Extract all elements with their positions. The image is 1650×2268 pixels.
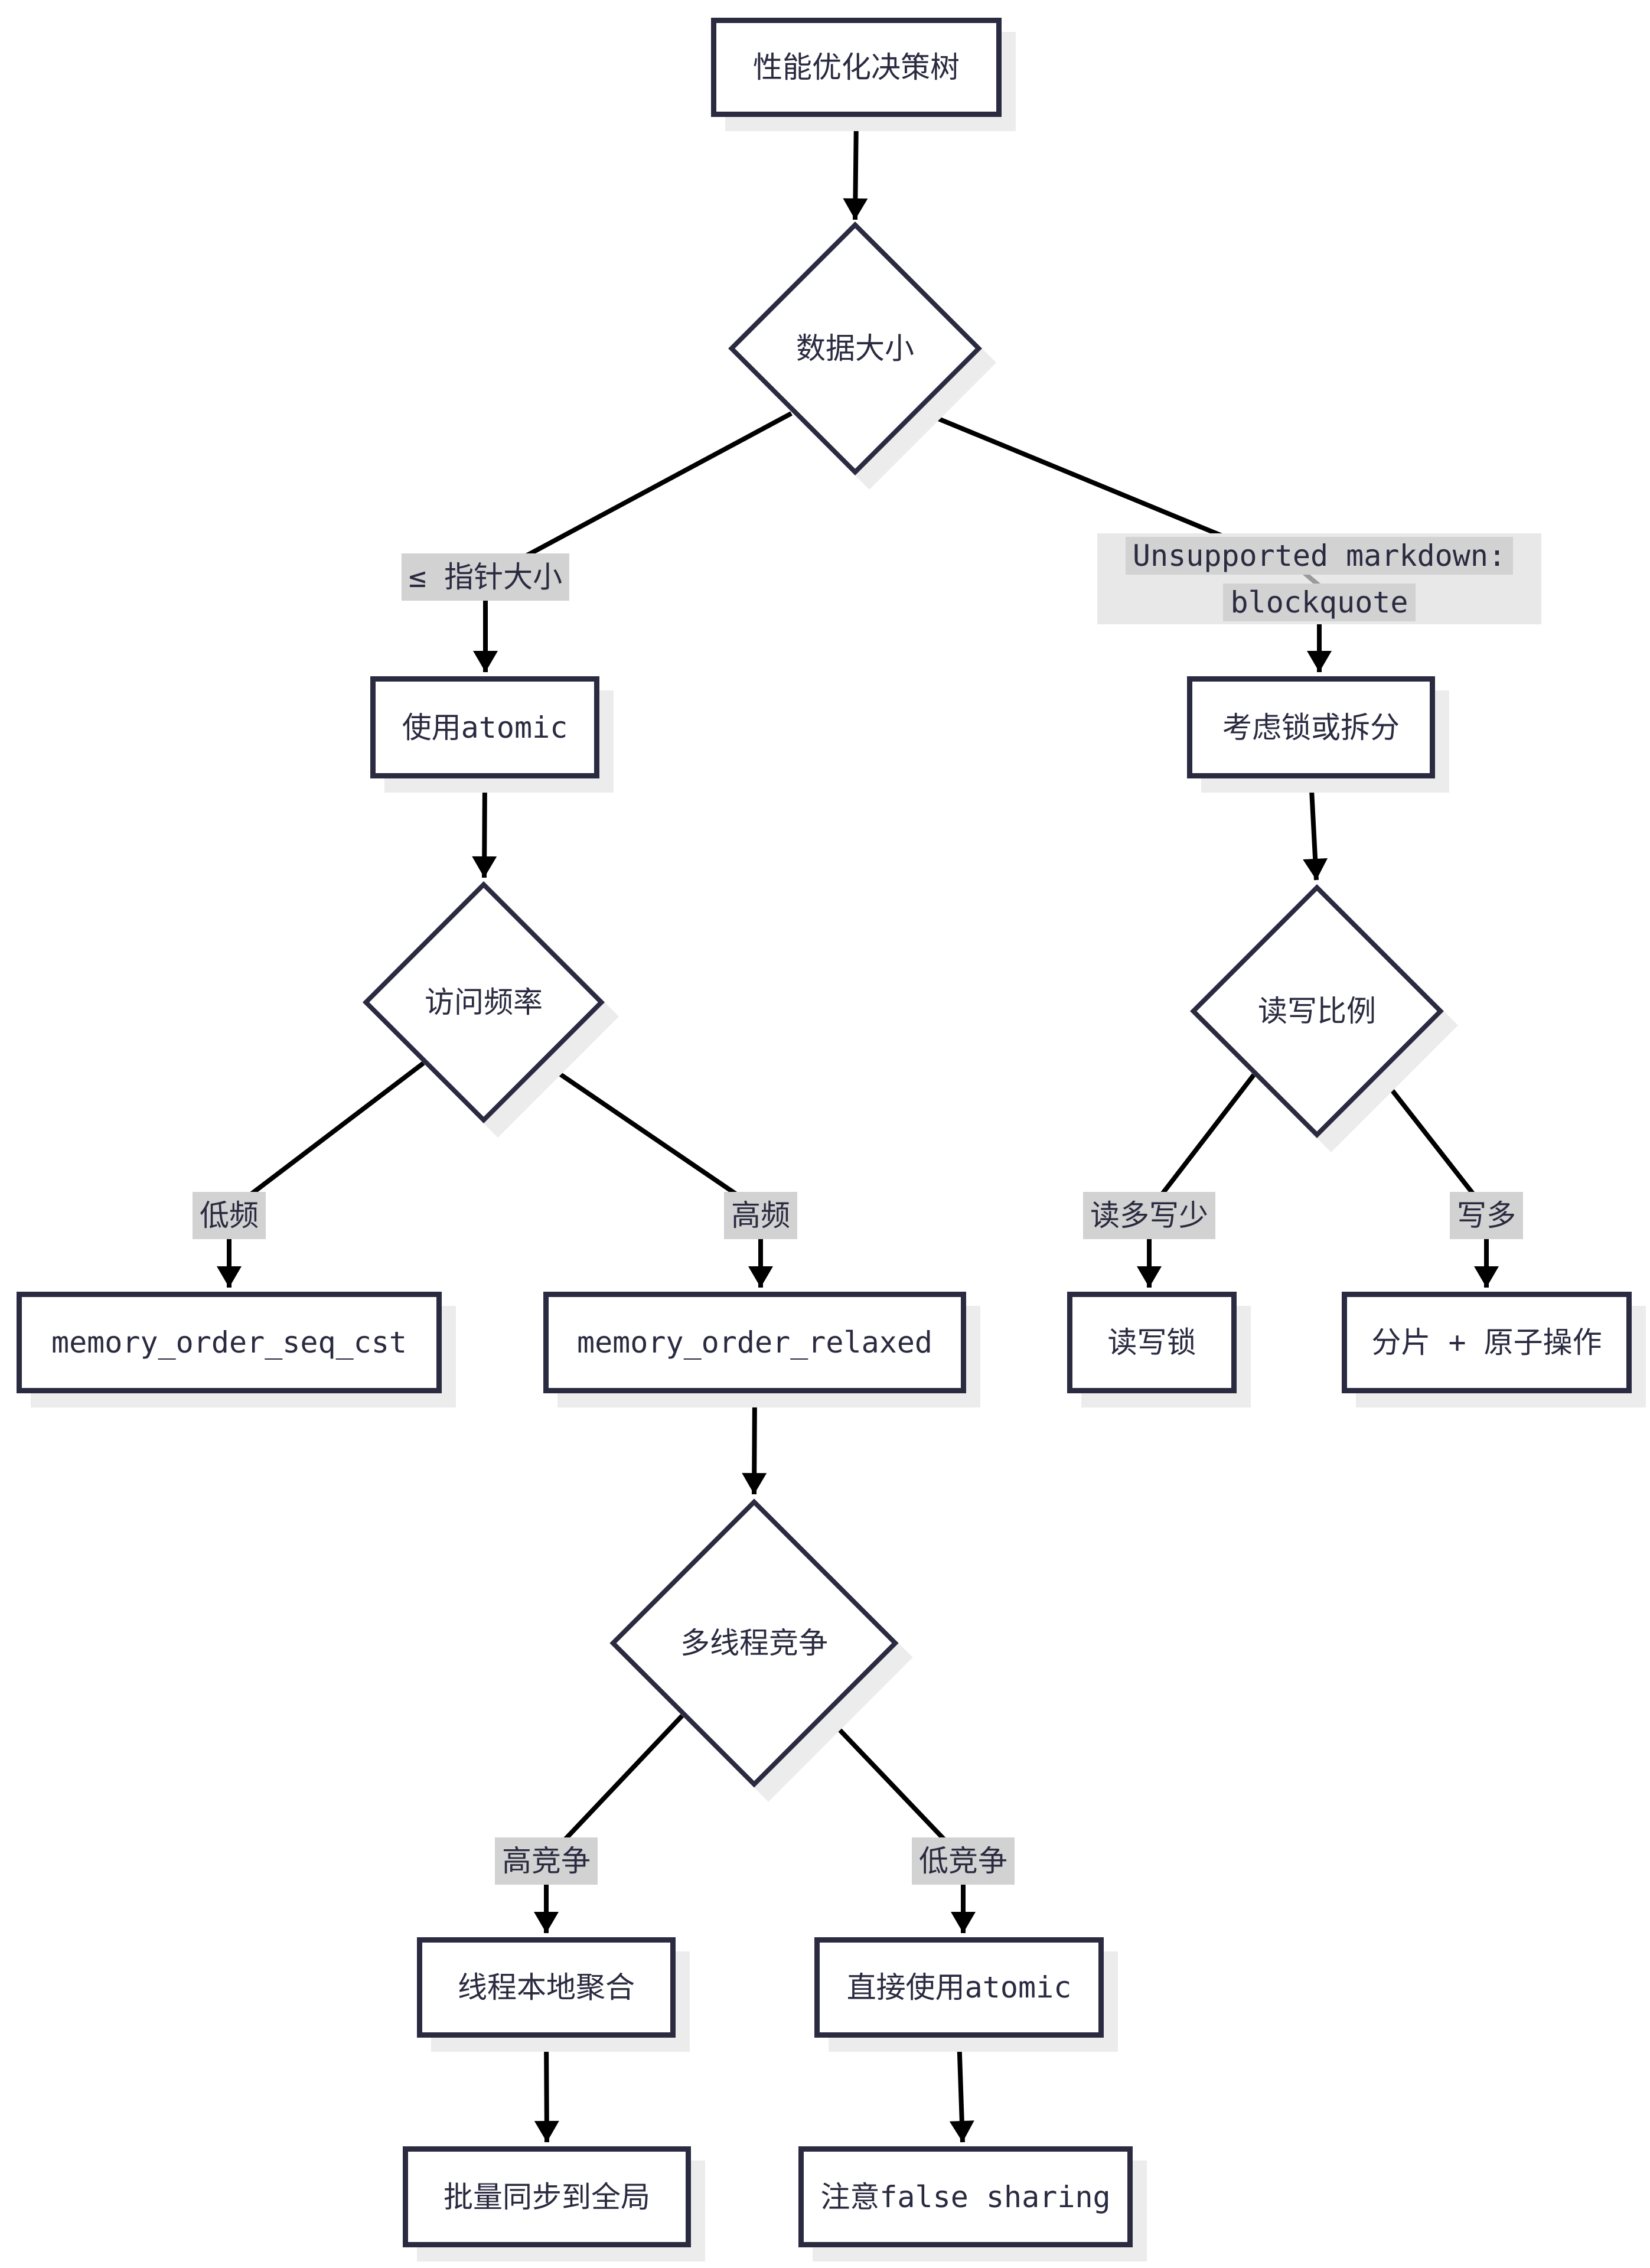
node-label: 读写锁: [1107, 1325, 1196, 1360]
node-label: 读写比例: [1258, 994, 1376, 1028]
edge-label-low-freq: 低频: [193, 1192, 266, 1239]
node-memory-order-relaxed: memory_order_relaxed: [543, 1292, 966, 1393]
edge-use-atomic-to-access-frequency: [472, 778, 497, 878]
node-label: 直接使用atomic: [846, 1970, 1072, 2005]
node-label: memory_order_relaxed: [576, 1325, 933, 1360]
node-direct-use-atomic: 直接使用atomic: [814, 1937, 1104, 2038]
node-shard-plus-atomic: 分片 + 原子操作: [1342, 1292, 1632, 1393]
node-label: memory_order_seq_cst: [51, 1325, 407, 1360]
edge-access-freq-to-high-freq: [542, 1061, 762, 1213]
node-consider-lock-or-split: 考虑锁或拆分: [1187, 676, 1435, 778]
edge-access-freq-to-low-freq: [227, 1061, 425, 1213]
edge-data-size-to-pointer-label: [484, 411, 793, 580]
node-read-write-lock: 读写锁: [1067, 1292, 1237, 1393]
edge-thread-local-to-batch-sync: [534, 2037, 559, 2143]
node-batch-sync-to-global: 批量同步到全局: [403, 2146, 691, 2247]
node-label: 线程本地聚合: [458, 1970, 635, 2005]
edge-label-high-freq: 高频: [724, 1192, 797, 1239]
edge-consider-lock-to-rw-ratio: [1303, 778, 1328, 881]
node-performance-decision-tree-root: 性能优化决策树: [711, 18, 1002, 117]
node-label: 性能优化决策树: [753, 50, 960, 84]
node-label: 多线程竞争: [680, 1626, 828, 1660]
node-label: 访问频率: [425, 985, 543, 1019]
node-label: 分片 + 原子操作: [1371, 1325, 1602, 1360]
edge-label-write-heavy: 写多: [1450, 1192, 1523, 1239]
node-label: 注意false sharing: [820, 2179, 1111, 2214]
edge-contention-to-high-contention: [544, 1714, 684, 1861]
decision-multithread-contention: 多线程竞争: [609, 1498, 899, 1788]
edge-root-to-data-size: [843, 116, 868, 220]
edge-label-line1: Unsupported markdown:: [1125, 536, 1514, 575]
edge-rw-ratio-to-read-heavy: [1147, 1073, 1256, 1213]
edge-label-le-pointer-size: ≤ 指针大小: [401, 553, 570, 601]
node-thread-local-aggregation: 线程本地聚合: [417, 1937, 676, 2038]
edge-direct-atomic-to-false-sharing: [949, 2037, 974, 2143]
decision-read-write-ratio: 读写比例: [1190, 884, 1444, 1138]
node-label: 考虑锁或拆分: [1222, 710, 1400, 745]
edge-label-read-heavy: 读多写少: [1083, 1192, 1215, 1239]
edge-relaxed-to-contention: [742, 1393, 767, 1495]
decision-data-size: 数据大小: [728, 221, 982, 475]
edge-contention-to-low-contention: [824, 1714, 965, 1861]
decision-access-frequency: 访问频率: [362, 881, 605, 1124]
edge-rw-ratio-to-write-heavy: [1378, 1073, 1489, 1213]
node-beware-false-sharing: 注意false sharing: [798, 2146, 1133, 2247]
edge-label-low-contention: 低竞争: [912, 1837, 1015, 1885]
node-memory-order-seq-cst: memory_order_seq_cst: [17, 1292, 442, 1393]
node-use-atomic: 使用atomic: [370, 676, 599, 778]
node-label: 批量同步到全局: [444, 2179, 650, 2214]
node-label: 数据大小: [796, 331, 914, 366]
node-label: 使用atomic: [402, 710, 568, 745]
edge-label-line2: blockquote: [1223, 583, 1416, 621]
edge-label-unsupported-markdown: Unsupported markdown: blockquote: [1097, 533, 1541, 624]
edge-label-high-contention: 高竞争: [495, 1837, 598, 1885]
